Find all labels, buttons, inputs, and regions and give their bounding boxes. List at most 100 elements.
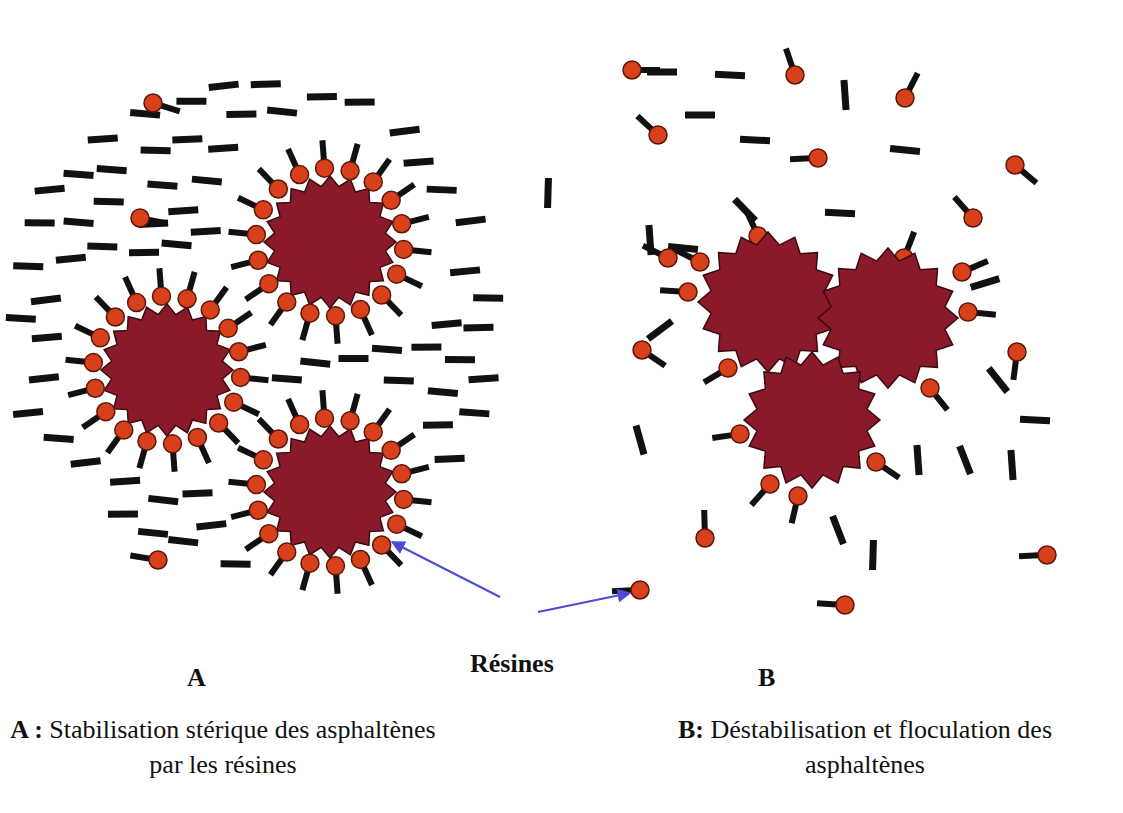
oil-molecule	[428, 391, 458, 394]
oil-molecule	[251, 84, 281, 85]
resin-head	[896, 89, 914, 107]
resin-head	[623, 61, 641, 79]
resin-head	[836, 596, 854, 614]
resin-tail	[751, 490, 764, 505]
resin-tail	[238, 198, 256, 207]
resin-head	[269, 180, 287, 198]
resin-tail	[409, 467, 428, 472]
resin-tail	[259, 419, 273, 433]
oil-molecule	[87, 246, 117, 247]
resin-head	[382, 441, 400, 459]
resin-head	[164, 435, 182, 453]
resin-head	[131, 209, 149, 227]
resin-head	[364, 173, 382, 191]
resin-tail	[249, 378, 269, 380]
oil-molecule	[110, 480, 140, 482]
resin-tail	[883, 467, 900, 478]
oil-molecule	[32, 336, 62, 338]
resin-head	[291, 166, 309, 184]
resin-tail	[215, 287, 227, 303]
leader-arrow	[538, 593, 630, 612]
oil-molecule	[1020, 419, 1050, 420]
caption-key: A :	[10, 715, 43, 744]
resin-tail	[1019, 552, 1039, 559]
resin-head	[341, 162, 359, 180]
resin-tail	[364, 317, 372, 335]
resin-head	[719, 359, 737, 377]
resin-tail	[231, 512, 250, 517]
resin-head	[115, 421, 133, 439]
oil-molecule	[272, 378, 302, 380]
resin-head	[315, 409, 333, 427]
oil-molecule	[162, 243, 192, 246]
resin-head	[301, 554, 319, 572]
resin-tail	[68, 390, 87, 395]
oil-molecule	[917, 445, 919, 475]
resin-head	[395, 240, 413, 258]
resin-head	[789, 487, 807, 505]
resin-tail	[161, 105, 180, 111]
resin-tail	[364, 567, 372, 585]
oil-molecule	[176, 98, 206, 105]
resin-tail	[786, 49, 792, 68]
oil-molecule	[989, 368, 1008, 391]
oil-molecule	[833, 516, 844, 544]
resin-head	[964, 209, 982, 227]
oil-molecule	[473, 294, 503, 301]
resin-head	[149, 551, 167, 569]
resin-tail	[238, 448, 256, 457]
resin-head	[1006, 156, 1024, 174]
oil-molecule	[31, 298, 61, 302]
caption: B: Déstabilisation et floculation des as…	[630, 712, 1100, 782]
oil-molecule	[869, 540, 877, 570]
resin-head	[393, 215, 411, 233]
panel-letter: B	[758, 660, 775, 695]
resin-head	[388, 515, 406, 533]
resin-head	[761, 475, 779, 493]
resin-tail	[302, 571, 307, 590]
asphaltene	[264, 176, 396, 308]
resin-tail	[107, 437, 119, 453]
oil-molecule	[29, 377, 59, 380]
resin-head	[249, 251, 267, 269]
oil-molecule	[469, 378, 499, 380]
resin-tail	[246, 538, 263, 549]
resin-tail	[1021, 170, 1036, 183]
resin-head	[867, 453, 885, 471]
resin-head	[341, 412, 359, 430]
resin-head	[809, 149, 827, 167]
resin-head	[364, 423, 382, 441]
resin-head	[373, 286, 391, 304]
oil-molecule	[138, 531, 168, 534]
resin-head	[225, 393, 243, 411]
resin-tail	[907, 232, 914, 251]
resin-head	[301, 304, 319, 322]
resin-tail	[404, 528, 422, 537]
oil-molecule	[88, 138, 118, 140]
resin-head	[691, 253, 709, 271]
resin-head	[138, 432, 156, 450]
resin-head	[144, 94, 162, 112]
resin-tail	[302, 321, 307, 340]
resin-tail	[790, 155, 810, 162]
oil-molecule	[544, 178, 552, 208]
resin-head	[210, 414, 228, 432]
resin-tail	[976, 313, 996, 315]
oil-molecule	[6, 317, 36, 319]
resin-tail	[229, 482, 249, 484]
oil-molecule	[685, 112, 715, 119]
resin-head	[260, 525, 278, 543]
resin-tail	[954, 197, 967, 212]
oil-molecule	[411, 343, 441, 350]
oil-molecule	[141, 146, 171, 154]
oil-molecule	[71, 461, 101, 465]
oil-molecule	[168, 539, 198, 542]
resin-head	[1008, 343, 1026, 361]
oil-molecule	[130, 112, 160, 115]
oil-molecule	[221, 560, 251, 568]
resin-head	[388, 265, 406, 283]
oil-molecule	[715, 74, 745, 75]
resin-tail	[125, 277, 133, 295]
resin-label: Résines	[470, 646, 554, 681]
